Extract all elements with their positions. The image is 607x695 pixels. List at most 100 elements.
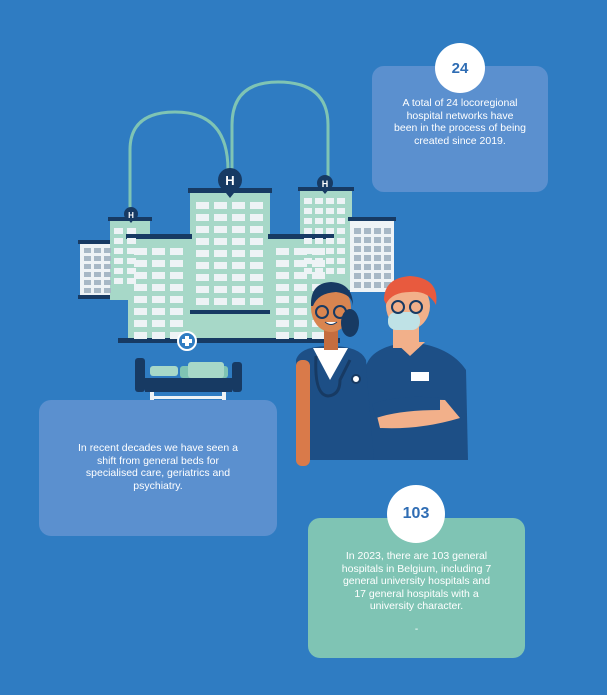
window xyxy=(364,273,371,279)
window xyxy=(214,226,227,233)
window xyxy=(94,248,101,253)
window xyxy=(384,246,391,252)
window xyxy=(214,202,227,209)
window xyxy=(232,286,245,293)
window xyxy=(114,248,123,254)
window xyxy=(337,228,345,234)
window xyxy=(232,298,245,305)
window xyxy=(232,274,245,281)
window xyxy=(326,198,334,204)
window xyxy=(214,274,227,281)
window xyxy=(304,258,312,264)
window xyxy=(326,268,334,274)
window xyxy=(337,208,345,214)
window xyxy=(152,248,165,255)
window xyxy=(152,332,165,339)
window xyxy=(326,208,334,214)
window xyxy=(384,228,391,234)
window xyxy=(315,198,323,204)
window xyxy=(214,238,227,245)
window xyxy=(337,198,345,204)
window xyxy=(84,256,91,261)
window xyxy=(170,296,183,303)
medical-cross-icon xyxy=(177,331,197,351)
window xyxy=(214,286,227,293)
window xyxy=(384,273,391,279)
beds-card: In recent decades we have seen a shift f… xyxy=(39,400,277,536)
window xyxy=(127,278,136,284)
window xyxy=(84,248,91,253)
window xyxy=(250,262,263,269)
window xyxy=(364,264,371,270)
window xyxy=(196,202,209,209)
hospitals-text: In 2023, there are 103 general hospitals… xyxy=(341,550,492,612)
window xyxy=(294,296,307,303)
window xyxy=(114,268,123,274)
window xyxy=(114,258,123,264)
window xyxy=(304,218,312,224)
hospitals-note: - xyxy=(414,624,419,635)
window xyxy=(304,208,312,214)
window xyxy=(312,248,325,255)
window xyxy=(294,308,307,315)
window xyxy=(276,284,289,291)
window xyxy=(315,208,323,214)
window xyxy=(304,268,312,274)
window xyxy=(170,332,183,339)
hospitals-number-badge: 103 xyxy=(387,485,445,543)
window xyxy=(276,320,289,327)
window xyxy=(337,248,345,254)
window xyxy=(134,272,147,279)
window xyxy=(134,320,147,327)
window xyxy=(276,296,289,303)
window xyxy=(354,228,361,234)
window xyxy=(374,264,381,270)
window xyxy=(294,284,307,291)
window xyxy=(114,228,123,234)
window xyxy=(294,332,307,339)
svg-text:H: H xyxy=(128,211,134,220)
window xyxy=(170,320,183,327)
stethoscope-icon xyxy=(314,355,361,398)
window xyxy=(315,238,323,244)
window xyxy=(152,272,165,279)
window xyxy=(354,273,361,279)
window xyxy=(326,238,334,244)
window xyxy=(294,248,307,255)
window xyxy=(134,308,147,315)
window xyxy=(170,248,183,255)
svg-text:H: H xyxy=(225,173,234,188)
window xyxy=(134,332,147,339)
window xyxy=(104,248,111,253)
svg-text:H: H xyxy=(322,179,329,189)
window xyxy=(374,273,381,279)
window xyxy=(170,284,183,291)
window xyxy=(276,260,289,267)
hospital-pin-icon: H xyxy=(124,207,138,223)
window xyxy=(84,288,91,293)
window xyxy=(232,262,245,269)
window xyxy=(104,280,111,285)
window xyxy=(250,250,263,257)
window xyxy=(374,255,381,261)
window xyxy=(94,264,101,269)
window xyxy=(196,286,209,293)
window xyxy=(337,218,345,224)
window xyxy=(170,260,183,267)
window xyxy=(134,296,147,303)
window xyxy=(250,274,263,281)
window xyxy=(196,250,209,257)
window xyxy=(232,202,245,209)
window xyxy=(152,284,165,291)
window xyxy=(152,260,165,267)
window xyxy=(152,308,165,315)
window xyxy=(276,332,289,339)
window xyxy=(84,272,91,277)
window xyxy=(326,248,334,254)
window xyxy=(104,256,111,261)
window xyxy=(114,278,123,284)
window xyxy=(250,238,263,245)
window xyxy=(315,228,323,234)
window xyxy=(384,282,391,288)
